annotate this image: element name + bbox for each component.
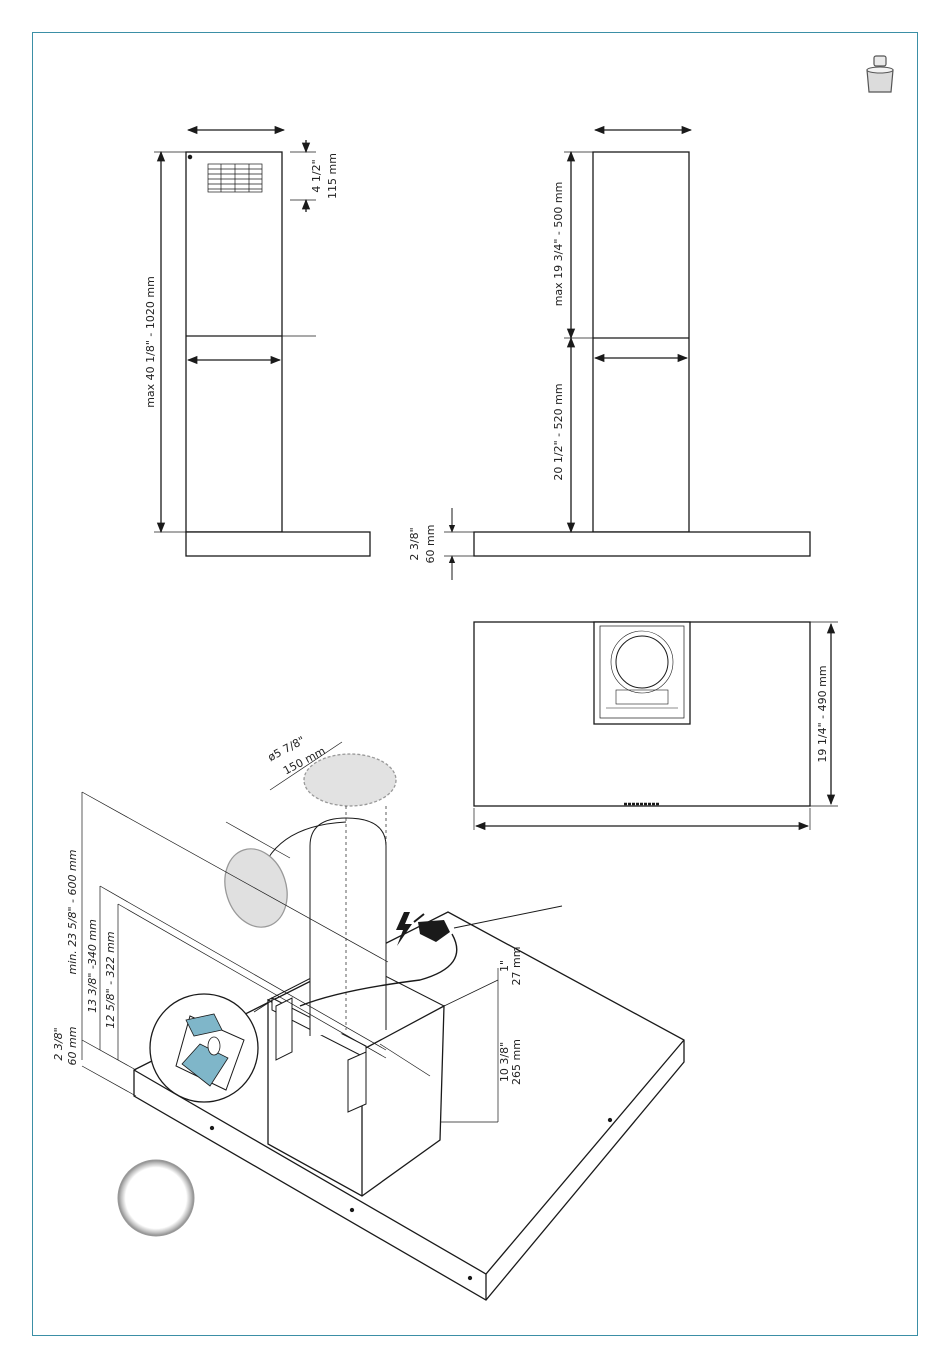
iso-top-mm: 27 mm (510, 947, 523, 986)
iso-bracket-a: 13 3/8" -340 mm (86, 919, 99, 1013)
side-view (474, 130, 810, 556)
top-view (474, 622, 838, 830)
weight-icon (867, 56, 893, 92)
iso-canopy-mm: 60 mm (66, 1027, 79, 1066)
front-vent-inch: 4 1/2" (310, 159, 323, 192)
iso-min-height: min. 23 5/8" - 600 mm (66, 850, 79, 975)
canopy-thickness-mm: 60 mm (424, 525, 437, 564)
front-total-height: max 40 1/8" - 1020 mm (144, 276, 157, 408)
front-vent-mm: 115 mm (326, 153, 339, 199)
iso-box-mm: 265 mm (510, 1039, 523, 1085)
iso-canopy-inch: 2 3/8" (52, 1027, 65, 1060)
iso-bracket-b: 12 5/8" - 322 mm (104, 931, 117, 1028)
canopy-thickness-inch: 2 3/8" (408, 527, 421, 560)
circle-mark-icon (118, 1160, 194, 1236)
top-depth: 19 1/4" - 490 mm (816, 665, 829, 762)
side-upper-chimney: max 19 3/4" - 500 mm (552, 182, 565, 307)
side-lower-chimney: 20 1/2" - 520 mm (552, 383, 565, 480)
canopy-thickness-dim (444, 508, 474, 580)
